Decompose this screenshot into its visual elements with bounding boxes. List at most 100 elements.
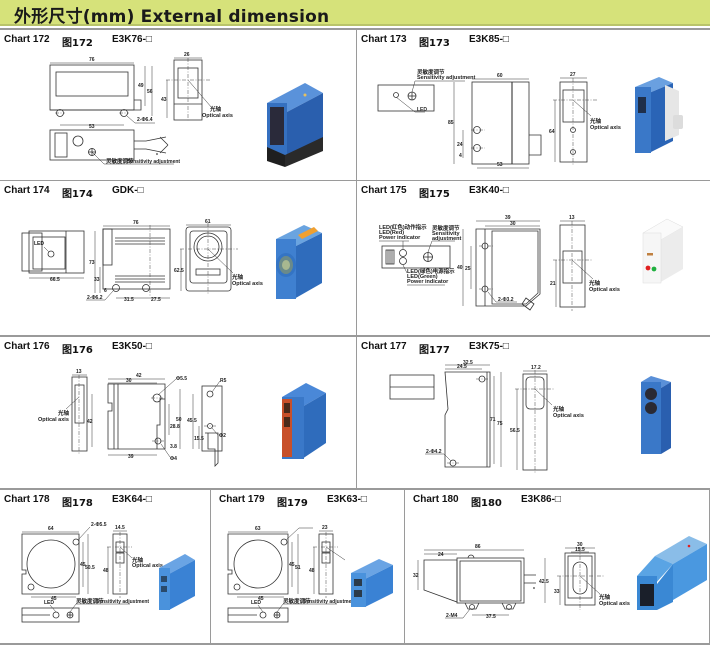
chart-number-cn: 图176 [62, 345, 93, 356]
dim-pitch: 53 [89, 124, 95, 130]
led-label: LED [34, 241, 44, 247]
chart-number: Chart 174 [4, 185, 50, 196]
dimension-drawing: 63 45 51 45 23 48 LED 灵敏度调节 Sensitivity … [227, 525, 356, 623]
product-photo [637, 536, 707, 610]
dim-hole-offset: 3.8 [170, 444, 177, 450]
panel-heading: Chart 178 图178 E3K64-□ [4, 494, 152, 509]
dim-width: 42 [136, 373, 142, 379]
optical-axis-label: Optical axis [202, 113, 233, 119]
chart-number: Chart 175 [361, 185, 407, 196]
dim-hole-bottom: Φ4 [170, 456, 177, 462]
chart-number-cn: 图178 [62, 498, 93, 509]
dim-side-width: 17.2 [531, 365, 541, 371]
dim-width: 76 [133, 220, 139, 226]
dimension-drawing: * 86 24 32 42.5 2-M4 37.5 30 15.5 33 光轴 … [413, 542, 630, 620]
dim-width: 60 [497, 73, 503, 79]
chart-number: Chart 180 [413, 494, 459, 505]
led-red-label: LED(红色)动作指示 [379, 223, 427, 231]
dim-height-inner: 45 [80, 562, 86, 568]
dimension-drawing: LED(红色)动作指示 LED(Red) Power indicator 灵敏度… [379, 215, 620, 311]
dim-height: 51 [295, 565, 301, 571]
optical-axis-label-cn: 光轴 [131, 556, 144, 564]
dim-width-inner: 24.5 [457, 364, 467, 370]
dim-axis-height: 48 [103, 568, 109, 574]
dim-side-width: 13 [569, 215, 575, 221]
dim-width-inner: 30 [510, 221, 516, 227]
dim-holes: 2-Φ6.4 [137, 117, 153, 123]
optical-axis-label-cn: 光轴 [589, 117, 602, 125]
dim-pitch: 31.5 [124, 297, 134, 303]
chart-number-cn: 图172 [62, 38, 93, 49]
dim-right-height: 45.5 [187, 418, 197, 424]
panel-heading: Chart 180 图180 E3K86-□ [413, 494, 561, 509]
dim-side-width: 23 [322, 525, 328, 531]
product-photo [159, 554, 195, 610]
panel-chart-179: Chart 179 图179 E3K63-□ 63 45 51 45 23 48 [211, 490, 404, 643]
header-divider [0, 28, 710, 30]
dim-side-width: 13 [76, 369, 82, 375]
dim-right-offset: 27.5 [151, 297, 161, 303]
dim-height: 85 [448, 120, 454, 126]
sensitivity-adjust-label-en-1: Sensitivity [432, 231, 460, 237]
dim-hole-top: Φ5.5 [176, 376, 187, 382]
dim-height-inner: 71 [490, 417, 496, 423]
dim-holes: 2-Φ3.2 [498, 297, 514, 303]
dim-height-2: 56 [147, 89, 153, 95]
model-name: E3K75-□ [469, 341, 509, 352]
dim-holes: 2-Φ6.2 [87, 295, 103, 301]
dim-side-width: 61 [205, 219, 211, 225]
sensitivity-adjust-label-cn: 灵敏度调节 [432, 224, 460, 232]
chart-number-cn: 图174 [62, 189, 93, 200]
led-label: LED [251, 600, 261, 606]
product-photo [276, 225, 322, 299]
optical-axis-label-cn: 光轴 [552, 405, 565, 413]
dim-front-width: 24 [438, 552, 444, 558]
panel-heading: Chart 175 图175 E3K40-□ [361, 185, 509, 200]
dim-axis-height: 43 [161, 97, 167, 103]
dimension-drawing: LED 66.5 76 73 33 6 31.5 27.5 2-Φ6.2 61 … [21, 219, 263, 303]
dim-width: 86 [475, 544, 481, 550]
chart-number: Chart 178 [4, 494, 50, 505]
panel-heading: Chart 179 图179 E3K63-□ [219, 494, 367, 509]
dimension-drawing: 32.5 24.5 71 75 2-Φ4.2 17.2 56.5 光轴 Opti… [389, 360, 584, 474]
chart-number-cn: 图177 [419, 345, 450, 356]
dim-height: 50.5 [85, 565, 95, 571]
column-divider [404, 489, 405, 645]
product-photo [351, 559, 393, 607]
dim-height: 40 [457, 265, 463, 271]
model-name: E3K76-□ [112, 34, 152, 45]
model-name: E3K40-□ [469, 185, 509, 196]
dim-side-width: 14.5 [115, 525, 125, 531]
panel-chart-172: Chart 172 图172 E3K76-□ 76 49 56 53 2-Φ6.… [0, 30, 356, 180]
product-photo [641, 376, 671, 454]
sensitivity-adjust-label-en-2: adjustment [432, 236, 462, 242]
chart-number-cn: 图180 [471, 498, 502, 509]
power-indicator-label-top: Power indicator [379, 235, 421, 241]
dimension-drawing: 灵敏度调节 Sensitivity adjustment LED 60 85 2… [377, 68, 621, 169]
dim-height: 75 [497, 421, 503, 427]
panel-chart-175: Chart 175 图175 E3K40-□ LED(红色)动作指示 LED(R… [357, 181, 710, 335]
dim-side-width: 27 [570, 72, 576, 78]
panel-chart-173: Chart 173 图173 E3K85-□ 灵敏度调节 Sensitivity… [357, 30, 710, 180]
panel-heading: Chart 176 图176 E3K50-□ [4, 341, 152, 356]
panel-chart-174: Chart 174 图174 GDK-□ LED 66.5 76 73 33 6… [0, 181, 356, 335]
panel-heading: Chart 174 图174 GDK-□ [4, 185, 144, 200]
led-green-label: LED(绿色)电源指示 [407, 267, 455, 275]
optical-axis-label-cn: 光轴 [209, 105, 222, 113]
dim-height: 42.5 [539, 579, 549, 585]
dim-axis-height: 64 [549, 129, 555, 135]
dim-hole-pitch: 24 [457, 142, 463, 148]
optical-axis-label-cn: 光轴 [588, 279, 601, 287]
dim-side-width: 30 [577, 542, 583, 548]
dim-width: 39 [505, 215, 511, 221]
dim-left-width: 66.5 [50, 277, 60, 283]
dim-height: 73 [89, 260, 95, 266]
dim-axis-height: 62.5 [174, 268, 184, 274]
product-photo [642, 218, 684, 284]
dim-axis-height: 21 [550, 281, 556, 287]
sensitivity-adjust-label-cn: 灵敏度调节 [283, 597, 311, 605]
panel-chart-178: Chart 178 图178 E3K64-□ 64 2-Φ5.5 45 50.5… [0, 490, 210, 643]
panel-heading: Chart 177 图177 E3K75-□ [361, 341, 509, 356]
dim-holes: 2-Φ5.5 [91, 522, 107, 528]
optical-axis-label: Optical axis [553, 413, 584, 419]
